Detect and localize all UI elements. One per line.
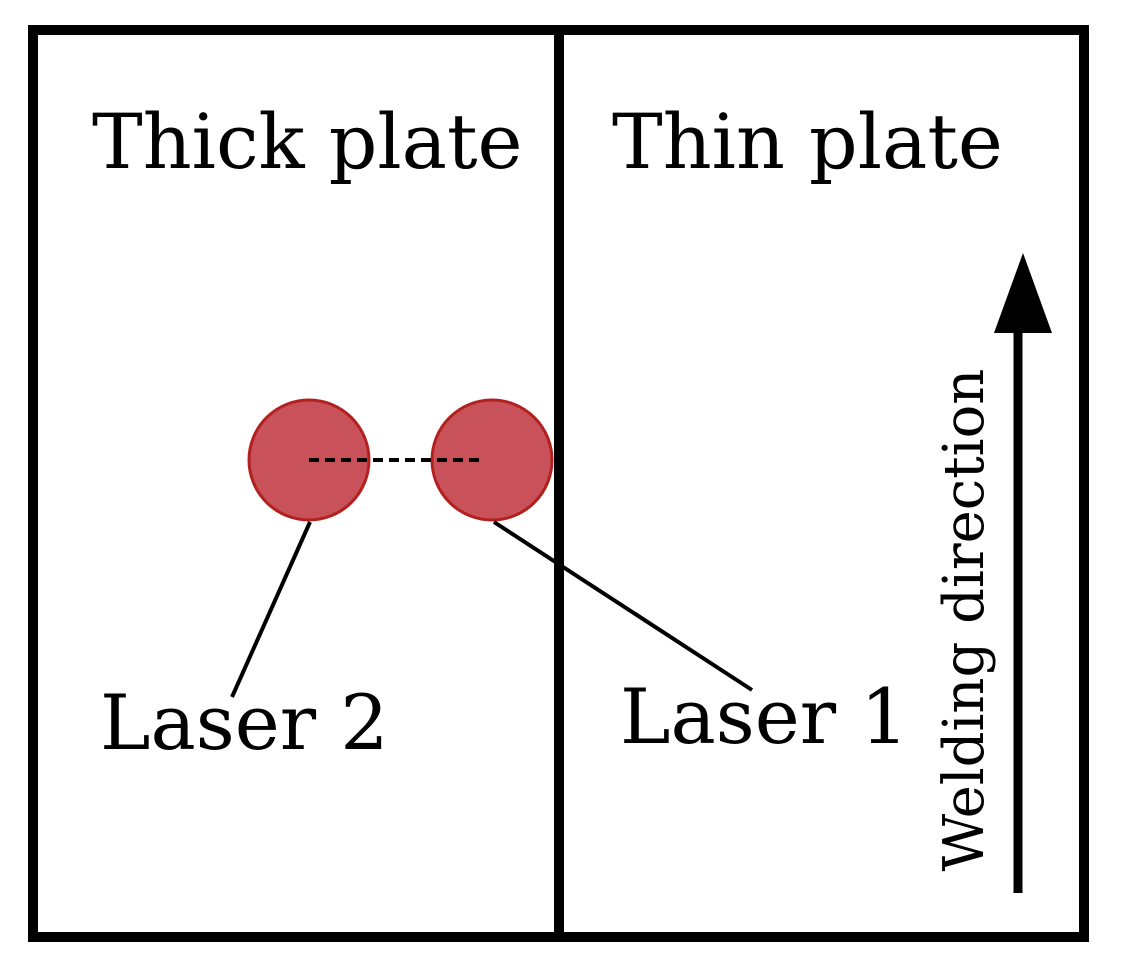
laser-2-leader	[230, 521, 312, 698]
laser-1-spot	[430, 398, 554, 522]
thin-plate-label: Thin plate	[612, 97, 1003, 186]
welding-direction-label: Welding direction	[932, 369, 997, 872]
laser-2-label: Laser 2	[100, 678, 389, 767]
laser-1-label: Laser 1	[620, 672, 909, 761]
welding-direction-arrowhead-icon	[994, 253, 1052, 333]
laser-1-leader	[492, 520, 754, 692]
thick-plate-label: Thick plate	[92, 97, 523, 186]
